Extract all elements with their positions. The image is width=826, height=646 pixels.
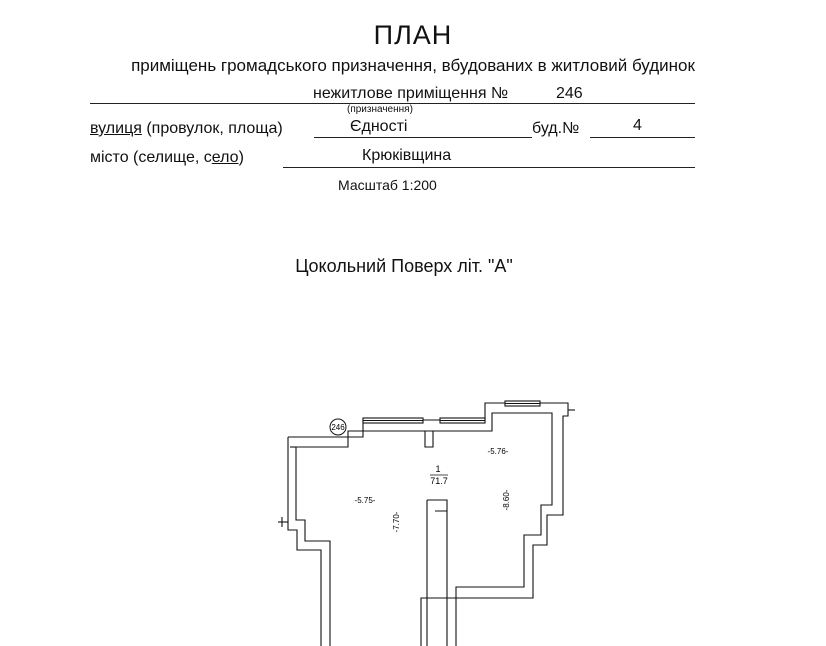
scale-label: Масштаб 1:200 <box>338 177 437 193</box>
city-suffix: ) <box>238 149 244 166</box>
building-value: 4 <box>633 117 642 134</box>
premises-number: 246 <box>556 85 583 102</box>
dimension-top-right: -5.76- <box>488 447 509 456</box>
city-underline <box>283 167 695 168</box>
room-number: 1 <box>435 464 440 474</box>
floor-title: Цокольний Поверх літ. "А" <box>295 256 513 276</box>
purpose-note: (призначення) <box>347 104 413 115</box>
street-label: вулиця (провулок, площа) <box>90 120 283 138</box>
partition-stub <box>424 431 434 448</box>
city-prefix: місто (селище, с <box>90 149 212 166</box>
premises-label: нежитлове приміщення № <box>313 85 509 102</box>
street-value: Єдності <box>350 118 408 135</box>
building-label: буд.№ <box>532 120 580 137</box>
street-underline <box>314 137 532 138</box>
premises-marker: 246 <box>329 418 347 436</box>
street-prefix: вулиця <box>90 120 142 137</box>
page-subtitle: приміщень громадського призначення, вбуд… <box>131 56 695 75</box>
dimension-left: -5.75- <box>355 496 376 505</box>
street-rest: (провулок, площа) <box>141 120 283 137</box>
central-column <box>426 499 448 646</box>
premises-underline <box>90 103 695 104</box>
inner-wall <box>295 412 553 646</box>
city-label: місто (селище, село) <box>90 149 244 167</box>
dimension-center-vertical: -7.70- <box>392 511 401 532</box>
page-title: ПЛАН <box>373 20 453 50</box>
plan-walls <box>278 400 575 646</box>
dimension-right-vertical: -8.60- <box>502 489 511 510</box>
room-area: 71.7 <box>430 476 448 486</box>
marker-number: 246 <box>331 423 345 432</box>
city-value: Крюківщина <box>362 147 452 164</box>
building-underline <box>590 137 695 138</box>
city-underlined: ело <box>211 149 239 166</box>
